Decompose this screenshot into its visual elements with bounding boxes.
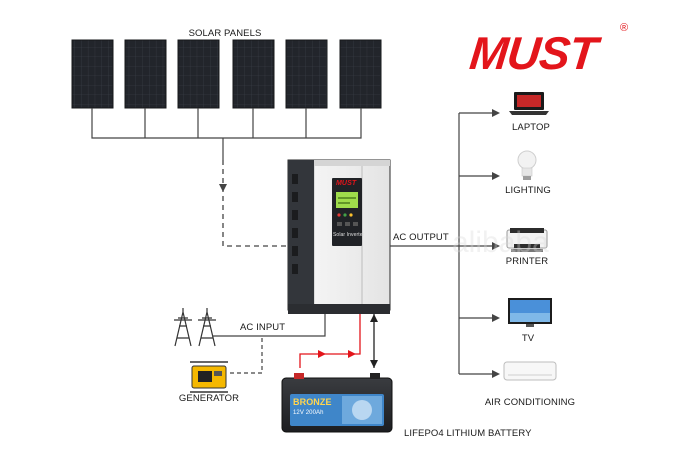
load-label-printer: PRINTER xyxy=(505,256,549,267)
up-arrow xyxy=(370,314,378,322)
load-label-tv: TV xyxy=(521,333,535,344)
registered-mark: ® xyxy=(620,22,629,34)
solar-panel-array xyxy=(71,39,382,109)
lithium-battery xyxy=(281,373,393,433)
generator-label: GENERATOR xyxy=(178,393,240,404)
battery-model-label: 12V 200Ah xyxy=(293,410,324,416)
battery-charge-arrows xyxy=(299,314,361,368)
battery-series-label: BRONZE xyxy=(293,397,332,407)
printer-icon xyxy=(506,228,548,252)
inverter-logo: MUST xyxy=(336,180,357,187)
ac-input-wiring xyxy=(212,314,326,374)
battery-label: LIFEPO4 LITHIUM BATTERY xyxy=(404,428,532,439)
solar-panel xyxy=(339,39,382,109)
dc-line-panels-to-inverter xyxy=(222,160,290,247)
air-conditioner-icon xyxy=(503,361,557,381)
transmission-tower-icon xyxy=(174,308,216,347)
down-arrow xyxy=(219,184,227,192)
inverter-caption: Solar Inverter xyxy=(333,232,365,238)
ac-output-label: AC OUTPUT xyxy=(393,232,449,243)
panel-bus-wiring xyxy=(91,108,362,160)
ac-input-label: AC INPUT xyxy=(240,322,286,333)
hybrid-inverter xyxy=(287,159,391,314)
generator-icon xyxy=(190,361,228,393)
output-arrowheads xyxy=(492,109,500,378)
solar-panels-label: SOLAR PANELS xyxy=(188,28,262,39)
solar-panel xyxy=(71,39,114,109)
solar-panel xyxy=(177,39,220,109)
charge-arrowhead xyxy=(348,350,356,358)
ac-output-wiring xyxy=(390,112,492,375)
solar-panel xyxy=(124,39,167,109)
light-bulb-icon xyxy=(517,150,537,180)
solar-panel xyxy=(285,39,328,109)
load-label-lighting: LIGHTING xyxy=(505,185,551,196)
tv-icon xyxy=(508,298,552,327)
load-label-laptop: LAPTOP xyxy=(512,122,550,133)
charge-arrowhead xyxy=(318,350,326,358)
laptop-icon xyxy=(509,92,549,115)
watermark: alibaba xyxy=(452,226,549,259)
brand-logo: MUST xyxy=(467,27,600,79)
solar-panel xyxy=(232,39,275,109)
load-label-air-conditioning: AIR CONDITIONING xyxy=(484,397,576,408)
down-arrow xyxy=(370,360,378,368)
